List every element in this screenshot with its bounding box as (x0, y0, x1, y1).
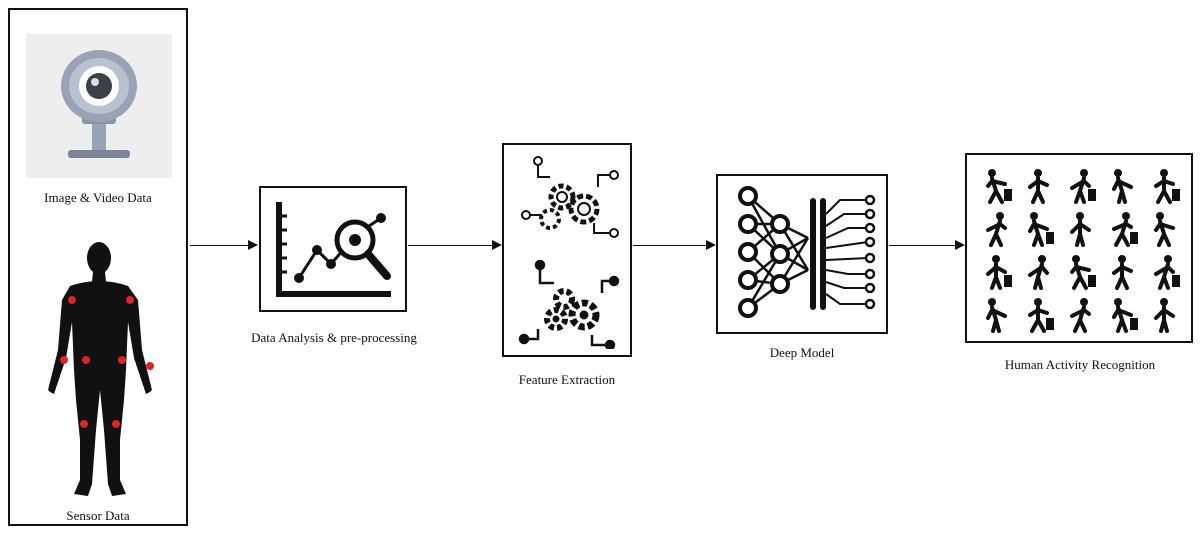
chart-analysis-icon (269, 196, 397, 302)
feature-extraction-label: Feature Extraction (518, 372, 616, 387)
arrow-analysis-to-feature (408, 240, 502, 250)
activity-pictogram (986, 212, 1007, 247)
activity-pictogram (1028, 298, 1054, 333)
arrow-feature-to-model (633, 240, 716, 250)
data-analysis-label: Data Analysis & pre-processing (251, 330, 417, 345)
activity-pictogram (1112, 212, 1138, 247)
activity-pictogram (1154, 212, 1175, 247)
neural-network-icon (728, 184, 878, 324)
activity-pictogram (1028, 212, 1054, 247)
activity-pictogram (1028, 255, 1049, 290)
webcam-icon (26, 34, 172, 178)
arrow-input-to-analysis (190, 240, 258, 250)
input-panel: Image & Video Data Sensor Data (8, 8, 188, 526)
activity-pictogram (1154, 169, 1180, 204)
activity-pictogram (1112, 255, 1133, 290)
activity-pictograms-icon (975, 163, 1185, 335)
arrow-model-to-recognition (889, 240, 965, 250)
data-analysis-box (259, 186, 407, 312)
activity-pictogram (986, 255, 1012, 290)
activity-pictogram (1070, 298, 1091, 333)
activity-pictogram (1070, 169, 1096, 204)
activity-recognition-label: Human Activity Recognition (1004, 357, 1156, 372)
activity-recognition-box (965, 153, 1193, 343)
activity-pictogram (1112, 298, 1138, 333)
activity-pictogram (986, 169, 1012, 204)
sensor-data-label: Sensor Data (66, 508, 130, 523)
deep-model-box (716, 174, 888, 334)
image-video-data-label: Image & Video Data (44, 190, 152, 205)
activity-pictogram (1112, 169, 1133, 204)
activity-pictogram (986, 298, 1007, 333)
activity-pictogram (1028, 169, 1049, 204)
activity-pictogram (1070, 212, 1091, 247)
feature-extraction-box (502, 143, 632, 357)
activity-pictogram (1070, 255, 1096, 290)
activity-pictogram (1154, 255, 1180, 290)
human-silhouette-icon (46, 240, 156, 502)
deep-model-label: Deep Model (769, 345, 835, 360)
gears-icon (514, 153, 622, 349)
activity-pictogram (1154, 298, 1175, 333)
